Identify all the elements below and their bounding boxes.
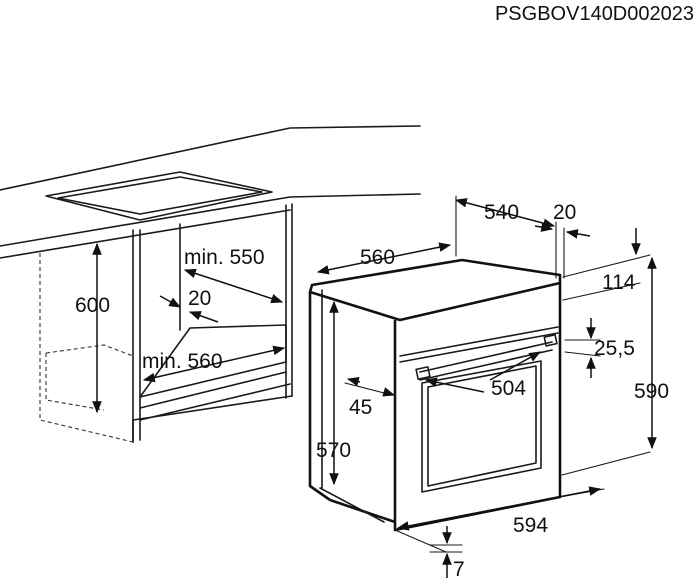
handle-offset-label: 25,5 xyxy=(594,337,635,360)
niche-offset-label: 20 xyxy=(188,287,211,310)
niche-dimensions: 600 min. 550 20 min. 560 xyxy=(75,242,286,414)
handle-length-label: 504 xyxy=(491,377,526,400)
niche-width-label: min. 560 xyxy=(142,350,223,373)
oven-body-height-label: 570 xyxy=(316,439,351,462)
oven-body xyxy=(308,258,562,532)
front-width-label: 594 xyxy=(513,514,548,537)
niche-depth-label: min. 550 xyxy=(184,246,265,269)
oven-dimensions: 560 540 20 114 25,5 590 504 45 xyxy=(316,195,669,581)
panel-height-label: 114 xyxy=(602,271,636,294)
oven-height-total-label: 590 xyxy=(634,380,669,403)
side-offset-label: 45 xyxy=(349,396,372,419)
kitchen-cabinet xyxy=(0,125,421,443)
cooktop xyxy=(45,171,273,221)
bottom-gap-label: 7 xyxy=(453,558,465,581)
document-code: PSGBOV140D002023 xyxy=(495,3,694,25)
oven-depth-label: 540 xyxy=(484,201,519,224)
front-projection-label: 20 xyxy=(553,201,576,224)
niche-height-label: 600 xyxy=(75,294,110,317)
oven-width-top-label: 560 xyxy=(360,246,395,269)
